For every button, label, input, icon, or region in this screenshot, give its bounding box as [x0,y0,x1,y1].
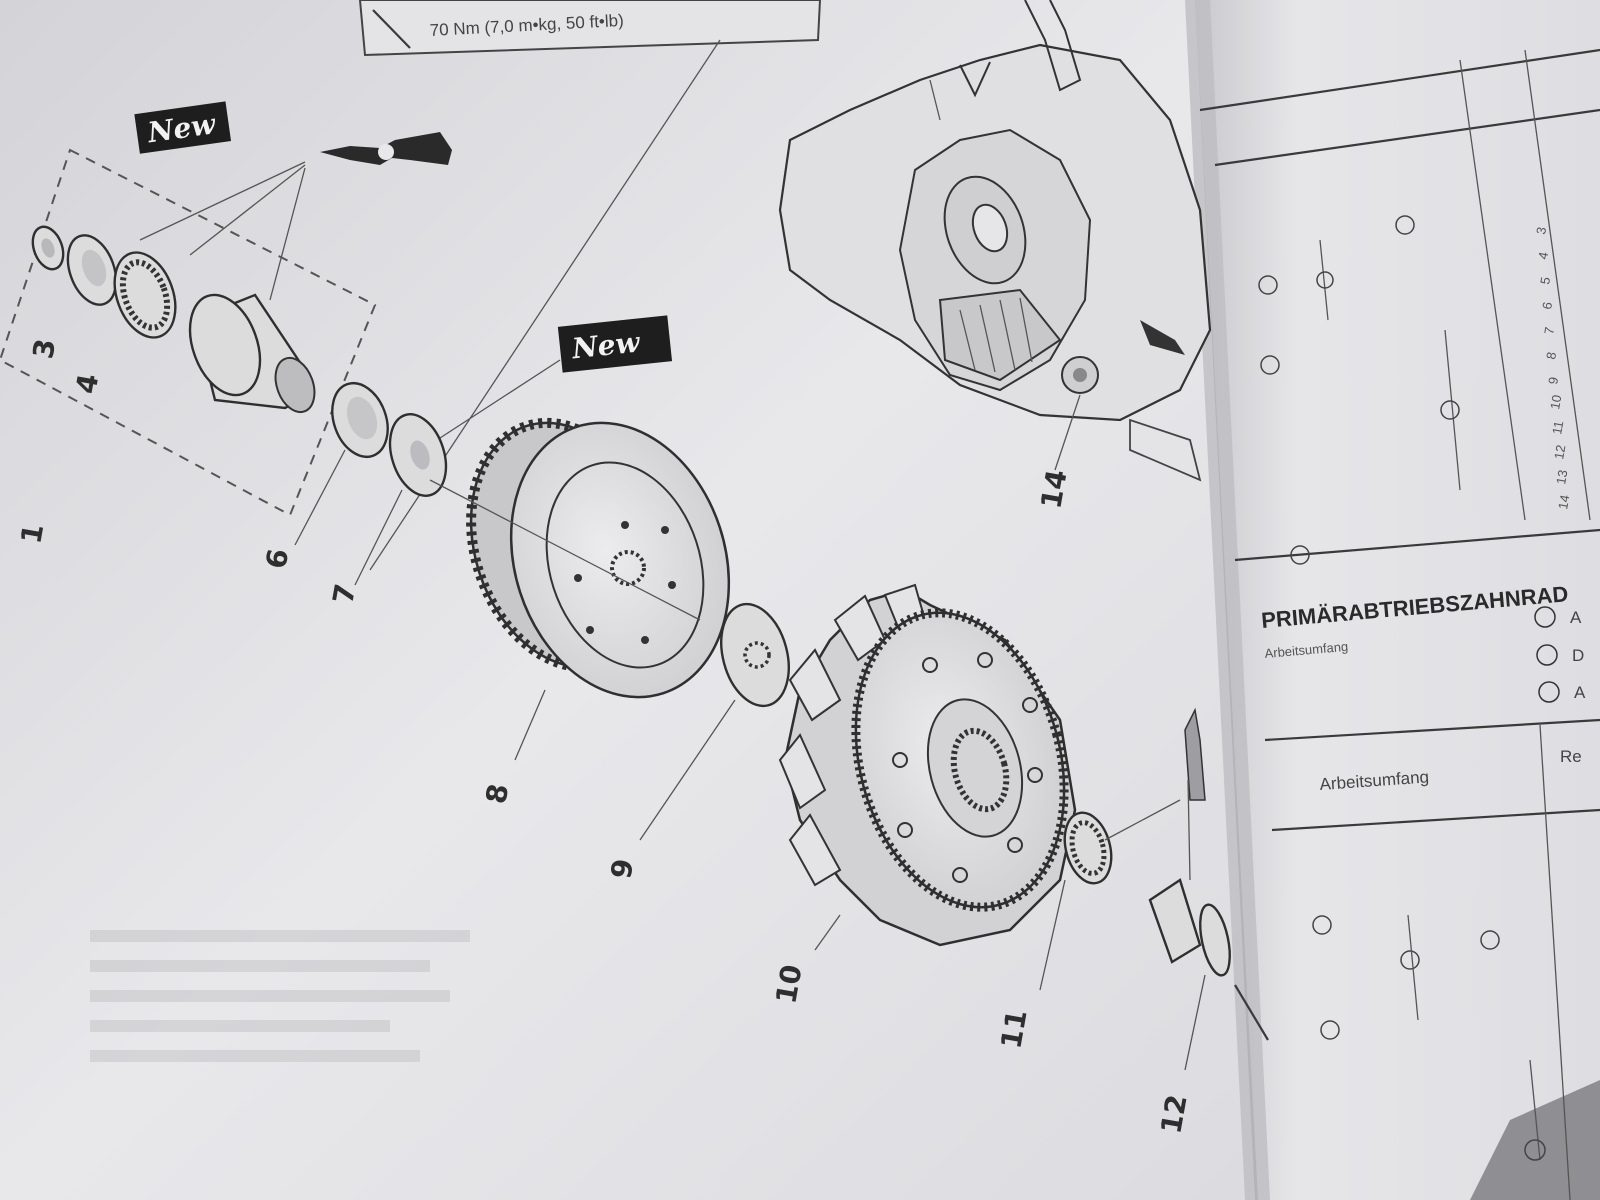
svg-text:11: 11 [1549,420,1566,436]
svg-text:5: 5 [1537,276,1553,286]
svg-text:10: 10 [1547,394,1564,411]
svg-text:4: 4 [1535,251,1551,261]
section-subheading: Arbeitsumfang [1264,639,1349,661]
part-7-washer [354,413,448,586]
svg-text:3: 3 [1533,226,1549,236]
circled-steps: A D A [1534,606,1586,703]
svg-text:9: 9 [1545,376,1561,386]
table-header-right: Re [1560,747,1582,766]
callout-numbers: 1 3 4 6 7 8 9 10 11 12 14 [14,336,1193,1136]
torque-box: 70 Nm (7,0 m•kg, 50 ft•lb) [358,0,822,57]
part-needle-bearing [113,251,177,339]
callout-10: 10 [769,962,808,1006]
bleed-through [90,930,470,1062]
lubricant-icon [139,132,452,301]
new-badge-mid: New [557,315,673,373]
svg-text:13: 13 [1553,469,1570,486]
svg-text:14: 14 [1555,494,1572,511]
callout-14: 14 [1034,467,1073,511]
svg-text:8: 8 [1543,351,1559,361]
part-8-gear [429,417,731,761]
part-12-spacer [1148,707,1269,1071]
part-washer-small [31,225,65,271]
part-bearing-race [66,234,118,306]
part-sleeve [188,293,316,414]
part-6-bearing [294,382,389,546]
svg-text:6: 6 [1539,301,1555,311]
svg-text:New: New [570,325,642,365]
svg-text:D: D [1572,646,1584,665]
svg-text:12: 12 [1551,444,1568,461]
part-11-bearing [1039,799,1181,991]
svg-text:7: 7 [1541,326,1557,336]
svg-text:A: A [1570,608,1582,627]
svg-text:A: A [1574,683,1586,702]
callout-12: 12 [1154,1092,1193,1136]
new-badge-top: New [134,101,232,154]
part-9-plate [639,602,790,841]
engine-case [778,0,1212,482]
callout-11: 11 [994,1007,1033,1051]
right-page [1195,0,1600,1200]
part-10-clutch-housing [778,583,1077,951]
